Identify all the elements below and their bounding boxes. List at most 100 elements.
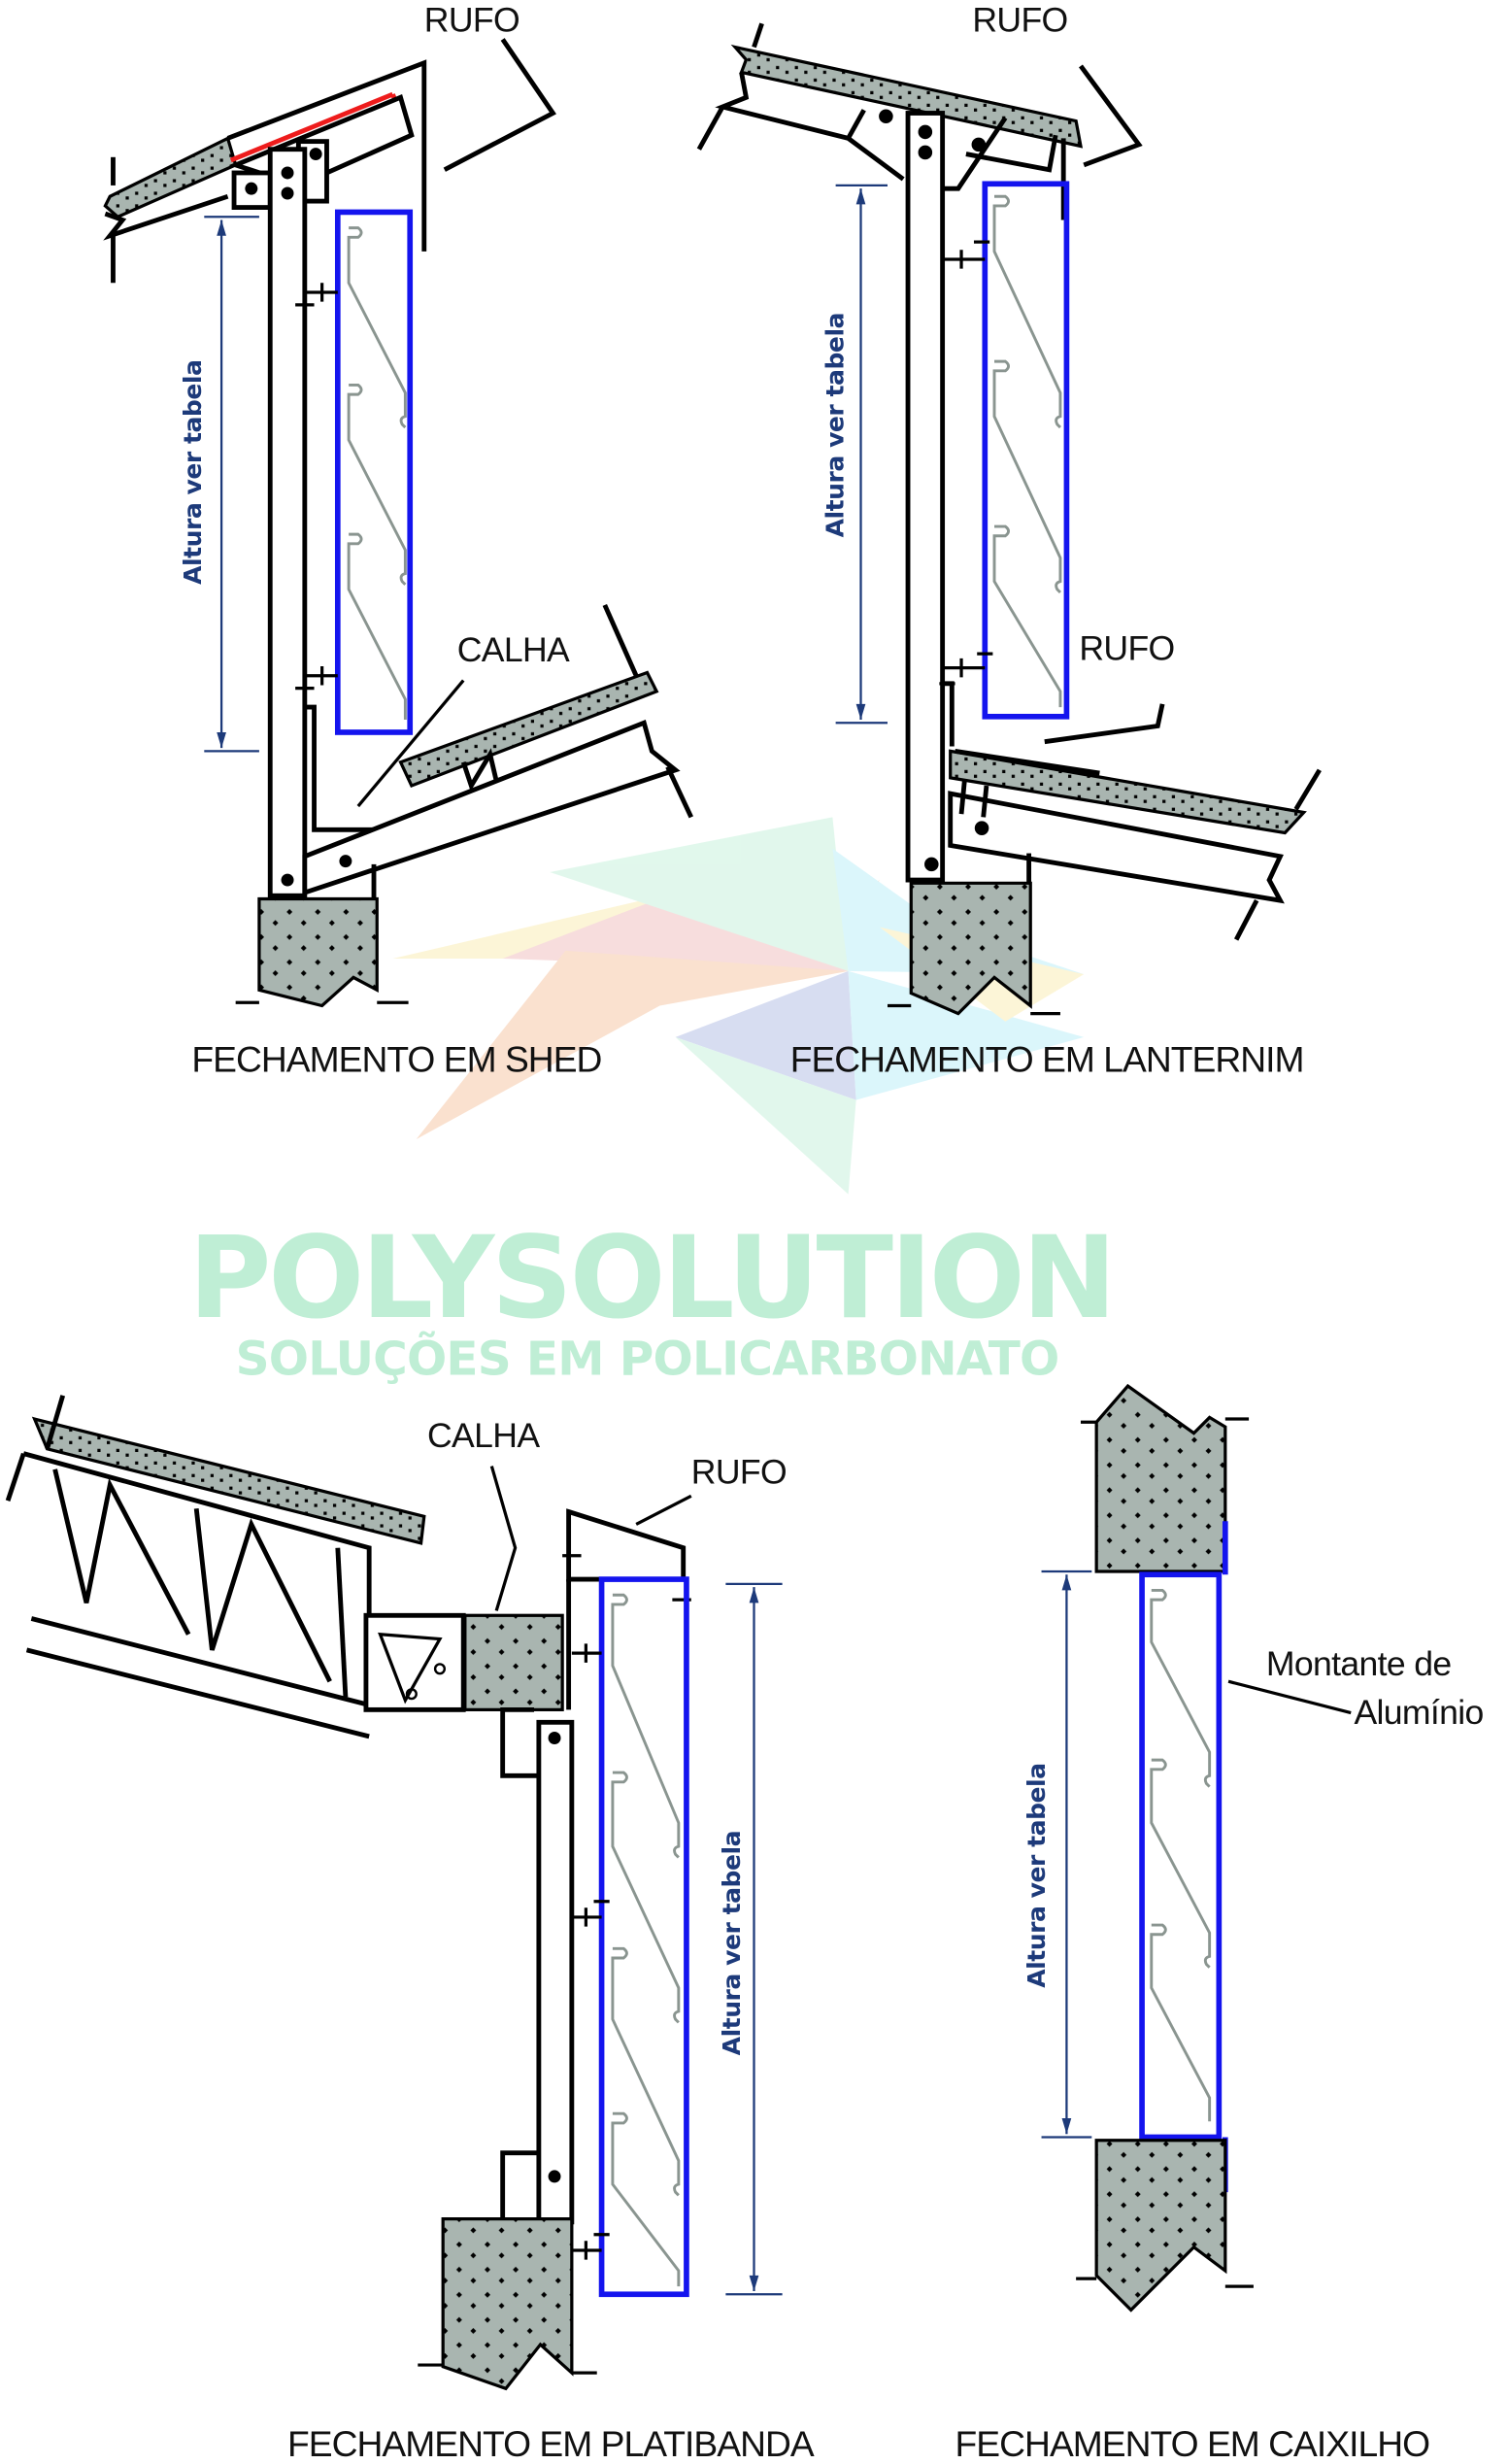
gutter — [304, 704, 378, 832]
bolt — [281, 166, 294, 180]
bracket — [500, 1706, 539, 1778]
truss-web — [52, 1468, 191, 1636]
logo-shard — [848, 970, 1085, 1100]
gusset-plate — [378, 1632, 443, 1705]
roof-beam — [103, 193, 229, 241]
break-line — [665, 765, 693, 819]
dimension-arrow-icon — [749, 1587, 759, 1603]
truss-web — [335, 1547, 349, 1698]
callout-rufo-lower: RUFO — [1079, 629, 1174, 668]
bolt — [245, 182, 258, 195]
watermark-tagline: SOLUÇÕES EM POLICARBONATO — [236, 1332, 1059, 1387]
concrete-texture — [1096, 1386, 1225, 1571]
rufo-flashing — [942, 681, 955, 747]
polycarbonate-panel-frame — [982, 181, 1070, 720]
bolt — [548, 1732, 561, 1744]
truss-node — [363, 1612, 466, 1712]
polycarbonate-panel-frame — [1139, 1571, 1223, 2141]
bolt — [548, 2170, 561, 2183]
diagram-caixilho: Altura ver tabela Montante de Alumínio F… — [955, 1383, 1484, 2464]
bolt-hole — [405, 1688, 418, 1701]
callout-aluminio: Alumínio — [1354, 1693, 1483, 1732]
calha-leader-line — [489, 1466, 518, 1611]
flashing-highlight — [229, 91, 394, 163]
roof-rafter — [948, 791, 1285, 904]
flashing-strip — [955, 748, 1100, 776]
logo-shard — [502, 893, 849, 971]
fastener-icon — [295, 283, 338, 307]
purlin-support — [981, 785, 989, 818]
purlin-support — [958, 780, 967, 815]
polycarbonate-panel-frame — [334, 209, 414, 735]
rufo-leader-line — [635, 1494, 692, 1526]
caption-platibanda: FECHAMENTO EM PLATIBANDA — [287, 2423, 815, 2464]
steel-column — [536, 1719, 575, 2225]
bolt — [281, 186, 294, 200]
callout-rufo: RUFO — [972, 0, 1067, 39]
panel-profile — [347, 226, 407, 721]
concrete-texture — [464, 1615, 563, 1710]
panel-profile — [611, 1593, 681, 2287]
calha-leader-line — [356, 679, 465, 808]
roof-tile-texture — [735, 47, 1081, 147]
concrete-texture — [258, 898, 378, 1006]
dimension-arrow-icon — [217, 731, 226, 749]
bolt — [924, 857, 939, 872]
break-line — [1293, 768, 1322, 811]
logo-shard — [832, 848, 1085, 975]
roof-tile-texture — [34, 1419, 424, 1543]
dimension-arrow-icon — [1061, 1574, 1072, 1591]
break-line — [5, 1452, 26, 1502]
break-line — [45, 1395, 66, 1450]
dimension-arrow-icon — [217, 219, 226, 236]
caption-shed: FECHAMENTO EM SHED — [191, 1038, 601, 1079]
logo-shard — [550, 817, 849, 971]
truss-web — [193, 1507, 332, 1683]
watermark-logo-icon — [392, 817, 1085, 1195]
concrete-texture — [1096, 2140, 1225, 2311]
bracket — [846, 109, 866, 140]
caption-lanternim: FECHAMENTO EM LANTERNIM — [790, 1038, 1304, 1079]
bolt — [971, 137, 987, 152]
purlin — [965, 134, 1058, 173]
bolt — [879, 109, 893, 124]
panel-profile — [1150, 1588, 1212, 2122]
break-line — [696, 105, 725, 151]
bolt — [918, 145, 933, 160]
fastener-icon — [571, 2233, 610, 2260]
diagram-platibanda: CALHA RUFO Altura ver tabela FECHAMENTO … — [5, 1395, 816, 2464]
callout-montante: Montante de — [1266, 1644, 1452, 1683]
dimension-label: Altura ver tabela — [179, 360, 207, 585]
watermark-brand: POLYSOLUTION — [188, 1213, 1114, 1344]
roof-tile-texture — [400, 672, 657, 786]
roof-tile-texture — [950, 751, 1304, 833]
dimension-arrow-icon — [855, 188, 866, 205]
callout-rufo: RUFO — [424, 0, 519, 39]
fastener-icon — [571, 1643, 602, 1663]
bracket — [942, 117, 1008, 191]
callout-calha: CALHA — [427, 1416, 540, 1455]
steel-column — [267, 147, 308, 898]
diagram-shed: RUFO Altura ver tabela CALHA FECHAMENTO … — [103, 0, 693, 1079]
bolt-hole — [433, 1663, 447, 1675]
dimension-label: Altura ver tabela — [821, 313, 850, 537]
rufo-flashing — [566, 1508, 687, 1582]
dimension-arrow-icon — [749, 2275, 759, 2292]
concrete-texture — [443, 2218, 572, 2389]
dimension-arrow-icon — [855, 703, 866, 721]
break-line — [602, 603, 639, 677]
steel-column — [905, 111, 946, 883]
break-line — [752, 22, 764, 49]
bolt — [339, 855, 352, 868]
break-line — [1233, 898, 1259, 941]
logo-shard — [416, 950, 849, 1140]
bolt — [309, 148, 322, 161]
montante-leader-line — [1227, 1679, 1352, 1715]
fastener-icon — [942, 240, 990, 269]
logo-shard — [675, 1036, 856, 1195]
dimension-arrow-icon — [1061, 2118, 1072, 2135]
bracket — [500, 2150, 539, 2219]
diagram-lanternim: RUFO Altura ver tabela RUFO FECHAMENTO E… — [696, 0, 1322, 1079]
